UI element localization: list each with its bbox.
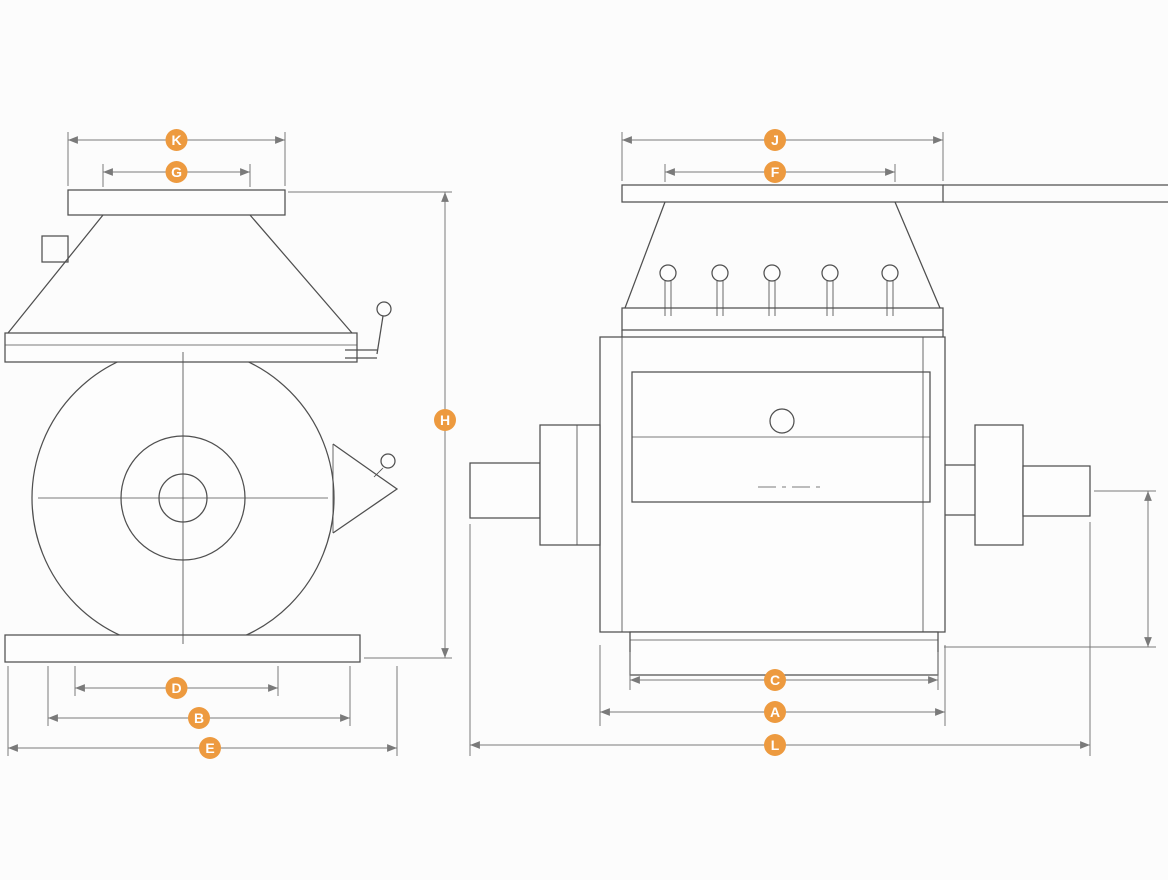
label-badge-icon bbox=[434, 409, 456, 431]
right-shaft bbox=[1022, 465, 1091, 517]
dim-label-A: A bbox=[764, 701, 786, 723]
hopper-slopes bbox=[7, 214, 353, 334]
bolt-icon bbox=[763, 264, 781, 316]
left-shaft-assembly bbox=[469, 424, 601, 546]
label-badge-icon bbox=[165, 677, 188, 699]
dim-label-B: B bbox=[188, 707, 210, 729]
base-plate bbox=[4, 634, 361, 663]
body-top-band bbox=[621, 307, 944, 331]
dim-label-text: G bbox=[171, 164, 182, 180]
dim-label-L: L bbox=[764, 734, 786, 756]
dim-label-E: E bbox=[199, 737, 221, 759]
label-badge-icon bbox=[188, 707, 210, 729]
dimension-right-height bbox=[944, 490, 1156, 648]
dim-label-text: A bbox=[770, 704, 780, 720]
dim-label-text: K bbox=[171, 132, 181, 148]
dim-label-G: G bbox=[165, 161, 188, 183]
discharge-chute bbox=[332, 443, 399, 534]
label-badge-icon bbox=[165, 129, 188, 151]
label-badge-icon bbox=[764, 129, 786, 151]
dim-label-J: J bbox=[764, 129, 786, 151]
dim-label-text: J bbox=[771, 132, 779, 148]
base-plate bbox=[629, 631, 939, 676]
right-view bbox=[469, 184, 1168, 676]
dim-label-text: C bbox=[770, 672, 780, 688]
label-badge-icon bbox=[764, 669, 786, 691]
dim-label-K: K bbox=[165, 129, 188, 151]
dim-label-text: F bbox=[771, 164, 780, 180]
left-bearing-block bbox=[539, 424, 601, 546]
dim-label-text: L bbox=[771, 737, 780, 753]
label-badge-icon bbox=[764, 734, 786, 756]
right-shaft-assembly bbox=[945, 424, 1091, 546]
label-badge-icon bbox=[764, 161, 786, 183]
bolt-icon bbox=[711, 264, 729, 316]
panel-knob bbox=[769, 408, 795, 434]
dim-label-text: E bbox=[205, 740, 214, 756]
dim-label-text: H bbox=[440, 412, 450, 428]
left-view bbox=[4, 189, 399, 663]
top-flange bbox=[67, 189, 286, 216]
body-top-band bbox=[4, 332, 358, 363]
flange-duct-lines bbox=[943, 184, 1168, 203]
bolt-icon bbox=[821, 264, 839, 316]
dim-label-text: D bbox=[171, 680, 181, 696]
dim-label-F: F bbox=[764, 161, 786, 183]
dim-label-text: B bbox=[194, 710, 204, 726]
top-flange bbox=[621, 184, 944, 203]
label-badge-icon bbox=[764, 701, 786, 723]
bolt-icon bbox=[881, 264, 899, 316]
bolt-icon bbox=[659, 264, 677, 316]
label-badge-icon bbox=[199, 737, 221, 759]
anchor-bolts bbox=[659, 264, 899, 316]
left-shaft bbox=[469, 462, 541, 519]
handle-ball-knob bbox=[376, 301, 392, 317]
label-badge-icon bbox=[165, 161, 188, 183]
side-attachment-box bbox=[41, 235, 69, 263]
dim-label-D: D bbox=[165, 677, 188, 699]
upper-handle bbox=[345, 301, 392, 359]
hopper-slopes bbox=[624, 201, 941, 309]
dim-label-C: C bbox=[764, 669, 786, 691]
dim-label-H: H bbox=[434, 409, 456, 431]
dimension-labels: K G H D B E J F bbox=[165, 129, 786, 759]
body-casing bbox=[599, 336, 946, 633]
right-bearing-block bbox=[974, 424, 1024, 546]
chute-ball-knob bbox=[380, 453, 396, 469]
